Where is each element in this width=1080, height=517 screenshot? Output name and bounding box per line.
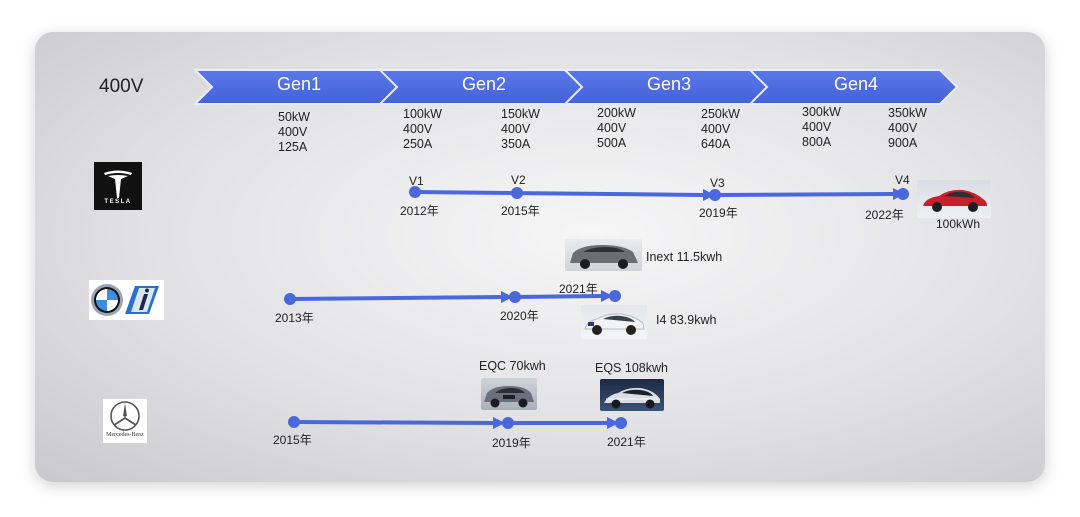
- tesla-v2-label: V2: [511, 173, 526, 187]
- bmw-inext-label: Inext 11.5kwh: [646, 250, 723, 264]
- generation-chevrons: [192, 69, 959, 429]
- bmw-year-2021: 2021年: [559, 282, 598, 296]
- tesla-year-2022: 2022年: [865, 208, 904, 222]
- tesla-car-image: [917, 180, 991, 218]
- bmw-timeline: [284, 290, 621, 305]
- bmw-year-2020: 2020年: [500, 309, 539, 323]
- mercedes-timeline: [288, 416, 627, 429]
- tesla-v4-node: [897, 188, 909, 200]
- slide: 400V: [35, 32, 1045, 482]
- tesla-v4-label: V4: [895, 173, 910, 187]
- tesla-v1-label: V1: [409, 174, 424, 188]
- mercedes-year-2019: 2019年: [492, 436, 531, 450]
- mercedes-eqs-label: EQS 108kwh: [595, 361, 668, 375]
- mercedes-2021-node: [615, 417, 627, 429]
- tesla-timeline: [409, 186, 909, 201]
- mercedes-star-icon: [110, 401, 140, 431]
- gen4-chevron: [747, 69, 959, 105]
- mercedes-year-2021: 2021年: [607, 435, 646, 449]
- bmw-inext-image: [565, 239, 642, 271]
- voltage-label: 400V: [99, 76, 144, 97]
- gen2-label: Gen2: [461, 74, 507, 94]
- tesla-year-2019: 2019年: [699, 206, 738, 220]
- bmw-i4-label: I4 83.9kwh: [656, 313, 717, 327]
- bmw-2020-node: [509, 291, 521, 303]
- tesla-logo: TESLA: [94, 162, 142, 210]
- bmw-year-2013: 2013年: [275, 311, 314, 325]
- bmw-2013-node: [284, 293, 296, 305]
- tesla-v3-label: V3: [710, 176, 725, 190]
- mercedes-year-2015: 2015年: [273, 433, 312, 447]
- tesla-t-icon: [104, 170, 132, 198]
- gen3-label: Gen3: [646, 74, 692, 94]
- mercedes-2015-node: [288, 416, 300, 428]
- bmw-i4-image: [581, 305, 647, 339]
- gen1-label: Gen1: [276, 74, 322, 94]
- mercedes-logo: Mercedes-Benz: [103, 399, 147, 443]
- mercedes-2019-node: [502, 417, 514, 429]
- tesla-year-2012: 2012年: [400, 204, 439, 218]
- gen4-label: Gen4: [833, 74, 879, 94]
- bmw-i-logo: [89, 280, 164, 320]
- tesla-v3-node: [709, 189, 721, 201]
- bmw-2021-node: [609, 290, 621, 302]
- tesla-car-label: 100kWh: [936, 217, 981, 231]
- mercedes-eqc-label: EQC 70kwh: [479, 359, 546, 373]
- tesla-v2-node: [511, 187, 523, 199]
- mercedes-eqc-image: [481, 378, 537, 410]
- bmw-roundel-icon: [91, 284, 159, 316]
- tesla-v1-node: [409, 186, 421, 198]
- tesla-year-2015: 2015年: [501, 204, 540, 218]
- mercedes-eqs-image: [600, 379, 664, 411]
